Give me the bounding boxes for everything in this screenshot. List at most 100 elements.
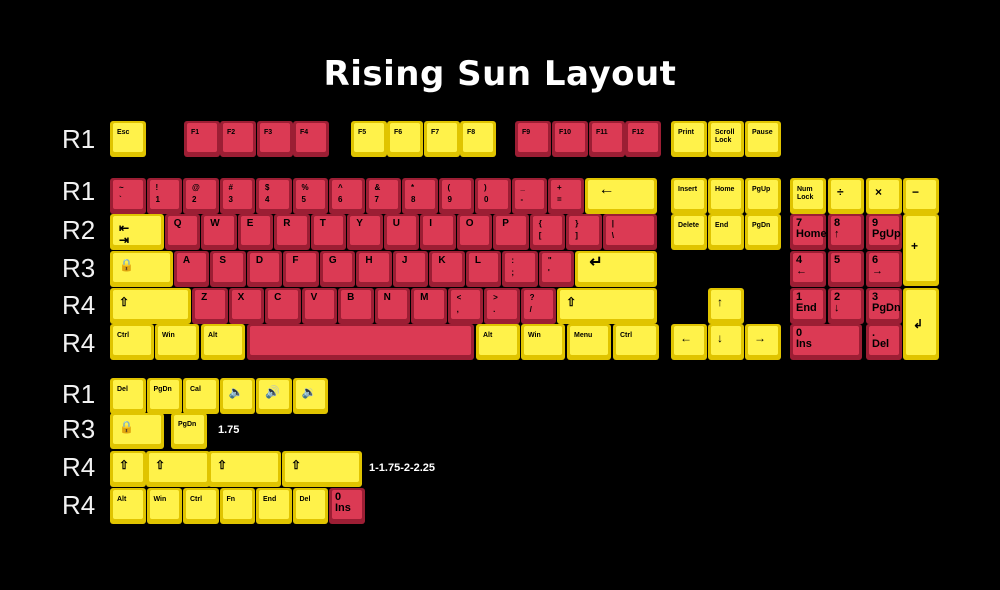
key-legend: F8 [467,129,476,136]
key-legend: Ctrl [117,332,130,339]
key-s: S [210,251,246,287]
key-x-shift-225: ⇧ [282,451,362,487]
key-legend: End [715,222,729,229]
key-legend: F3 [264,129,273,136]
key-legend: : ; [511,256,515,277]
key-legend: ↵ [589,254,603,271]
key-legend: 6 → [872,254,883,277]
key-k: K [429,251,465,287]
key-right: → [745,324,781,360]
key-np-dot: . Del [866,324,902,360]
key-v: V [301,288,338,324]
key-b: B [338,288,374,324]
key-semicolon: : ; [502,251,538,287]
key-lalt: Alt [201,324,245,360]
key-x-shift-1: ⇧ [110,451,146,487]
row-label: R3 [62,253,96,283]
key-np7: 7 Home [790,214,826,250]
key-legend: J [401,255,408,266]
key-legend: * 8 [411,183,416,204]
key-insert: Insert [671,178,707,214]
key-f9: F9 [515,121,551,157]
key-legend: Z [201,292,208,303]
key-m: M [411,288,447,324]
key-f10: F10 [552,121,588,157]
key-add: + [903,214,939,286]
key-x-cal: Cal [183,378,219,414]
key-legend: R [283,218,291,229]
key-x-del: Del [110,378,146,414]
key-w: W [201,214,237,250]
key-x-end: End [256,488,292,524]
key-legend: & 7 [374,183,381,204]
key-legend: 🔒 [119,420,134,434]
key-3: # 3 [219,178,255,214]
key-legend: S [219,255,227,266]
key-f2: F2 [220,121,256,157]
key-legend: % 5 [301,183,309,204]
key-legend: 3 PgDn [872,291,901,314]
key-minus: _ - [511,178,547,214]
key-legend: PgDn [153,386,172,393]
key-legend: " ' [547,256,552,277]
key-legend: E [246,218,254,229]
key-legend: 4 ← [796,254,807,277]
key-down: ↓ [708,324,744,360]
key-print: Print [671,121,707,157]
key-f5: F5 [351,121,387,157]
key-legend: _ - [520,183,525,204]
key-r: R [274,214,310,250]
row-label: R1 [62,124,96,154]
key-legend: ) 0 [484,183,489,204]
key-legend: } ] [575,219,579,240]
key-legend: D [255,255,264,266]
key-x-np0: 0 Ins [329,488,365,524]
key-x-del-2: Del [292,488,328,524]
key-legend: ↲ [913,317,924,331]
key-legend: 0 Ins [796,327,812,350]
key-legend: < , [456,293,462,314]
size-note-r4: 1-1.75-2-2.25 [369,462,436,474]
key-lctrl: Ctrl [110,324,154,360]
key-np0: 0 Ins [790,324,862,360]
row-label: R4 [62,452,96,482]
key-legend: N [383,292,391,303]
key-esc: Esc [110,121,146,157]
key-legend: ← [680,331,692,345]
key-legend: ( 9 [447,183,452,204]
key-f4: F4 [293,121,329,157]
key-legend: 🔉 [301,385,317,399]
row-label: R4 [62,290,96,320]
row-label: R1 [62,379,96,409]
key-legend: F6 [394,129,403,136]
key-legend: Alt [117,496,127,503]
key-9: ( 9 [438,178,474,214]
key-5: % 5 [292,178,328,214]
key-delete: Delete [671,214,707,250]
key-legend: T [319,218,326,229]
key-x-mute: 🔈 [219,378,255,414]
key-2: @ 2 [183,178,219,214]
key-x-alt: Alt [110,488,146,524]
key-backslash: | \ [602,214,657,250]
key-lbracket: { [ [529,214,566,250]
key-divide: ÷ [828,178,864,214]
key-1: ! 1 [146,178,182,214]
key-f: F [283,251,319,287]
key-h: H [356,251,392,287]
key-i: I [420,214,456,250]
key-legend: F9 [522,129,531,136]
key-legend: PgDn [178,421,197,428]
key-legend: | \ [611,219,614,240]
key-c: C [265,288,301,324]
key-grave: ~ ` [110,178,146,214]
key-d: D [246,251,283,287]
key-legend: # 3 [228,183,233,204]
key-legend: > . [493,293,498,314]
key-legend: 7 Home [796,217,826,240]
key-legend: Delete [678,222,700,229]
key-legend: G [328,255,337,266]
key-tab: ⇤ ⇥ [110,214,164,250]
key-legend: 1 End [796,291,817,314]
